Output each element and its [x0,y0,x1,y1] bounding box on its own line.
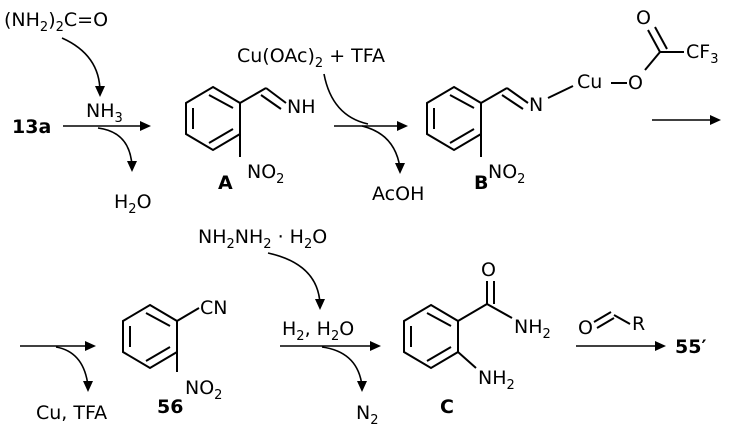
nh3-label: NH3 [86,100,123,126]
b-o-label: O [628,72,643,94]
water-out-arrow [97,127,133,167]
h2-h2o-label: H2, H2O [282,318,354,344]
compound-56-structure [122,303,200,372]
compound-c-label: C [440,396,454,418]
c-amine-nh2-label: NH2 [478,367,515,393]
56-no2-label: NO2 [185,377,222,403]
reaction-arrowhead-1 [140,121,151,131]
cu-out-arrowhead [83,381,93,392]
compound-13a-label: 13a [12,116,51,138]
acoh-out-arrow [361,125,401,169]
urea-label: (NH2)2C=O [4,9,108,35]
a-no2-label: NO2 [247,161,284,187]
reaction-arrowhead-2 [397,121,408,131]
compound-c-structure [403,281,513,370]
n2-out-arrowhead [357,381,367,392]
compound-a-label: A [218,172,233,194]
product-label: 55′ [675,336,706,358]
urea-arrowhead [95,86,105,97]
reaction-arrowhead-3 [85,341,96,351]
compound-b-label: B [474,172,488,194]
aldehyde-o-label: O [578,317,593,339]
b-carbonyl-o-label: O [636,7,651,29]
reaction-arrowhead-4 [370,341,381,351]
cu-oac-label: Cu(OAc)2 + TFA [237,45,385,71]
compound-a-structure [185,85,287,157]
cu-in-arrow [323,73,369,125]
c-amide-nh2-label: NH2 [514,316,551,342]
water-out-arrowhead [127,161,137,172]
compound-56-label: 56 [157,396,183,418]
b-cu-label: Cu [577,71,602,93]
hydrazine-in-arrowhead [315,299,325,310]
aldehyde-structure [593,311,631,329]
b-no2-label: NO2 [488,161,525,187]
h2o-out-label: H2O [114,191,152,217]
n2-out-arrow [321,346,363,387]
acoh-out-arrowhead [395,163,405,174]
cu-tfa-label: Cu, TFA [36,402,107,424]
hydrazine-label: NH2NH2 · H2O [198,226,327,252]
c-carbonyl-o-label: O [481,259,496,281]
b-cf3-label: CF3 [686,41,718,67]
b-n-label: N [529,94,543,116]
urea-in-arrow [61,37,101,93]
acoh-label: AcOH [372,183,424,205]
a-nh-label: NH [287,96,316,118]
hydrazine-in-arrow [267,252,321,305]
continuation-arrowhead [710,115,721,125]
cu-out-arrow [55,346,89,387]
compound-b-structure [426,26,684,157]
n2-label: N2 [356,402,379,428]
reaction-arrowhead-5 [655,341,666,351]
56-cn-label: CN [200,297,227,319]
aldehyde-r-label: R [632,313,645,335]
